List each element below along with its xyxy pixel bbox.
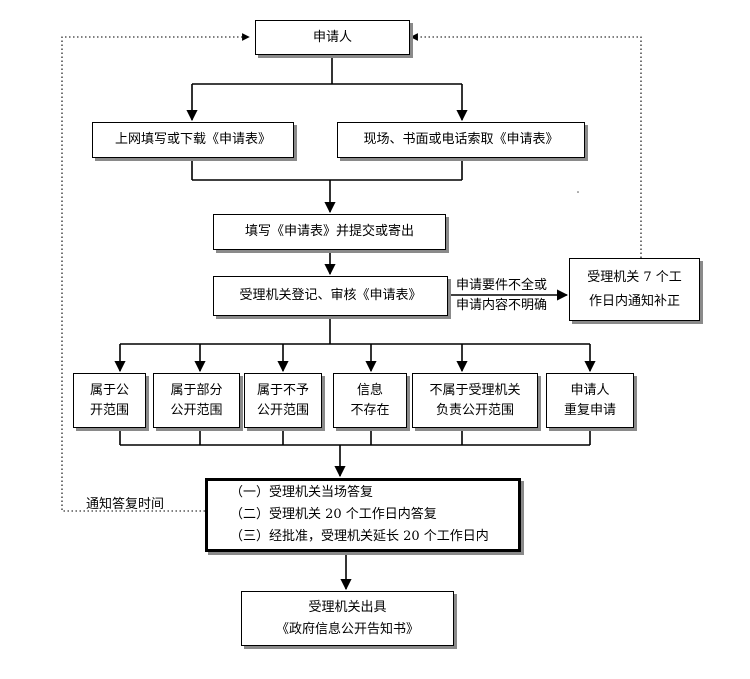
fill-submit-label: 填写《申请表》并提交或寄出 [244, 224, 414, 239]
reply-option-1: （一）受理机关当场答复 [230, 485, 374, 500]
applicant-box: 申请人 [255, 20, 410, 55]
category-label-line-1: 属于公 [89, 382, 129, 398]
stray-dot [577, 191, 579, 193]
reply-option-2: （二）受理机关 20 个工作日内答复 [230, 507, 437, 522]
category-other-agency-box: 不属于受理机关 负责公开范围 [412, 373, 538, 428]
category-label-line-1: 属于不予 [256, 382, 309, 398]
category-not-exist-box: 信息 不存在 [333, 373, 407, 428]
category-label-line-1: 不属于受理机关 [429, 382, 521, 398]
category-label-line-2: 公开范围 [170, 402, 223, 418]
notify-fix-line-1: 受理机关 7 个工 [587, 269, 682, 285]
incomplete-line-1: 申请要件不全或 [456, 278, 548, 293]
online-download-box: 上网填写或下载《申请表》 [92, 122, 294, 158]
fill-submit-box: 填写《申请表》并提交或寄出 [213, 214, 446, 250]
category-label-line-2: 负责公开范围 [435, 402, 514, 418]
issue-notice-box: 受理机关出具 《政府信息公开告知书》 [241, 591, 454, 646]
issue-line-2: 《政府信息公开告知书》 [275, 621, 419, 637]
dotted-loop-notify-time [61, 33, 250, 512]
register-review-box: 受理机关登记、审核《申请表》 [213, 276, 448, 316]
notify-fix-box: 受理机关 7 个工 作日内通知补正 [569, 258, 700, 321]
category-label-line-1: 申请人 [570, 382, 610, 398]
category-not-public-box: 属于不予 公开范围 [244, 373, 322, 428]
category-label-line-2: 开范围 [89, 402, 129, 418]
category-label-line-1: 属于部分 [170, 382, 223, 398]
category-label-line-2: 不存在 [350, 402, 390, 418]
onsite-request-label: 现场、书面或电话索取《申请表》 [363, 132, 559, 147]
issue-line-1: 受理机关出具 [308, 599, 387, 615]
register-review-label: 受理机关登记、审核《申请表》 [239, 288, 422, 303]
notify-fix-line-2: 作日内通知补正 [588, 293, 680, 309]
incomplete-label: 申请要件不全或 申请内容不明确 [456, 276, 547, 316]
onsite-request-box: 现场、书面或电话索取《申请表》 [337, 122, 585, 158]
category-duplicate-box: 申请人 重复申请 [546, 373, 634, 428]
notify-time-text: 通知答复时间 [86, 497, 165, 512]
online-download-label: 上网填写或下载《申请表》 [114, 132, 271, 147]
category-label-line-2: 公开范围 [256, 402, 309, 418]
category-public-box: 属于公 开范围 [73, 373, 146, 428]
notify-time-label: 通知答复时间 [86, 496, 164, 514]
reply-options-box: （一）受理机关当场答复 （二）受理机关 20 个工作日内答复 （三）经批准，受理… [205, 478, 521, 552]
category-partial-public-box: 属于部分 公开范围 [153, 373, 240, 428]
category-label-line-1: 信息 [356, 382, 383, 398]
category-label-line-2: 重复申请 [563, 402, 616, 418]
incomplete-line-2: 申请内容不明确 [456, 298, 548, 313]
applicant-label: 申请人 [312, 29, 352, 45]
reply-option-3: （三）经批准，受理机关延长 20 个工作日内 [230, 529, 489, 544]
dotted-loop-notify-fix [410, 33, 642, 258]
